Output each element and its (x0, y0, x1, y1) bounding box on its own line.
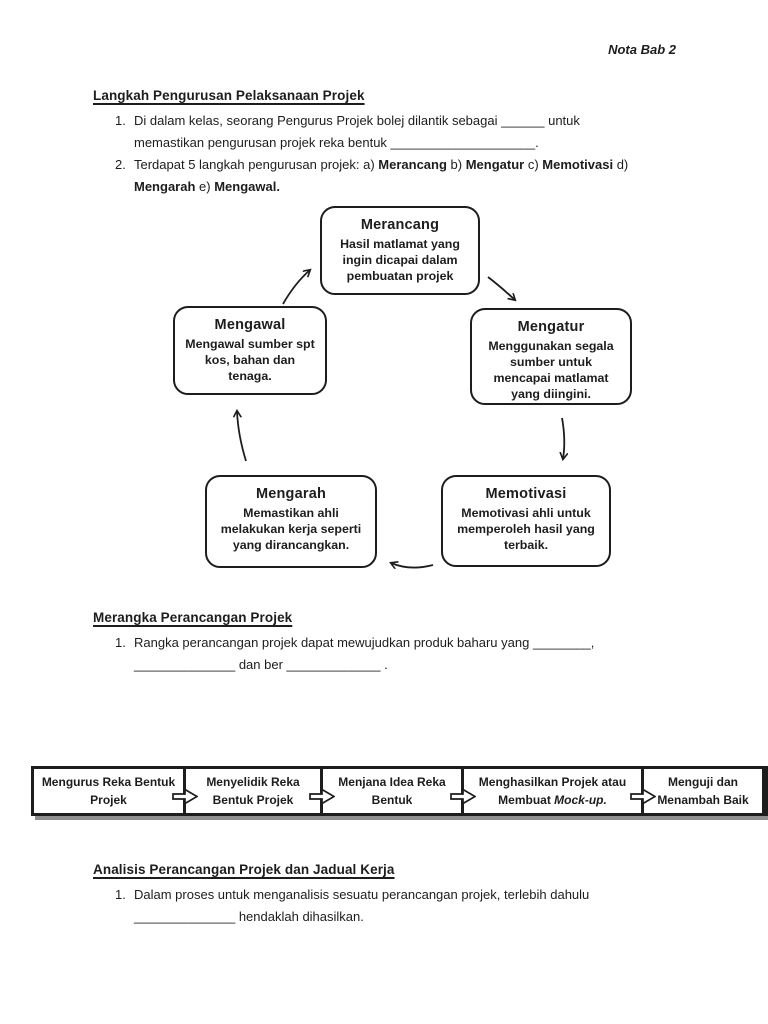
flow-arrow-icon (630, 788, 656, 805)
langkah-list: 1. Di dalam kelas, seorang Pengurus Proj… (115, 110, 628, 198)
text-segment: Mengawal. (214, 179, 280, 194)
text-segment: Mock-up. (554, 793, 607, 807)
node-body: Hasil matlamat yang ingin dicapai dalam … (340, 237, 460, 283)
text-segment: Menguji dan (668, 775, 738, 789)
text-segment: Merancang (378, 157, 447, 172)
text-segment: Mengatur (465, 157, 525, 172)
text-line: memastikan pengurusan projek reka bentuk… (134, 132, 628, 154)
list-number: 2. (115, 157, 126, 172)
cycle-node-mengatur: Mengatur Menggunakan segala sumber untuk… (470, 308, 632, 405)
list-item: 1. Di dalam kelas, seorang Pengurus Proj… (115, 110, 628, 154)
text-segment: memastikan pengurusan projek reka bentuk… (134, 135, 539, 150)
text-line: Bentuk (372, 791, 413, 809)
text-line: Dalam proses untuk menganalisis sesuatu … (134, 884, 589, 906)
text-line: Menguji dan (668, 773, 738, 791)
arrow-memotivasi-to-mengarah (391, 563, 434, 568)
text-segment: Menghasilkan Projek atau (478, 775, 627, 789)
text-line: Mengurus Reka Bentuk (42, 773, 175, 791)
text-segment: ______________ dan ber _____________ . (134, 657, 388, 672)
section-heading-langkah: Langkah Pengurusan Pelaksanaan Projek (93, 88, 365, 103)
node-title: Mengatur (517, 319, 585, 335)
node-title: Memotivasi (485, 486, 567, 502)
text-line: Terdapat 5 langkah pengurusan projek: a)… (134, 154, 628, 176)
text-line: Menjana Idea Reka (338, 773, 445, 791)
text-segment: Mengarah (134, 179, 196, 194)
arrow-mengatur-to-memotivasi (562, 417, 564, 459)
text-line: Menghasilkan Projek atau (479, 773, 626, 791)
list-number: 1. (115, 887, 126, 902)
text-line: ______________ dan ber _____________ . (134, 654, 594, 676)
text-line: Menyelidik Reka (206, 773, 299, 791)
section-heading-analisis: Analisis Perancangan Projek dan Jadual K… (93, 862, 395, 877)
node-title: Mengarah (255, 486, 327, 502)
text-segment: Menyelidik Reka (206, 775, 300, 789)
page-header-note: Nota Bab 2 (608, 42, 676, 57)
arrow-mengarah-to-mengawal (237, 411, 247, 462)
text-segment: Rangka perancangan projek dapat mewujudk… (134, 635, 595, 650)
cycle-node-merancang: Merancang Hasil matlamat yang ingin dica… (320, 206, 480, 295)
flow-arrow-icon (309, 788, 335, 805)
text-segment: Dalam proses untuk menganalisis sesuatu … (134, 887, 590, 902)
section-heading-merangka: Merangka Perancangan Projek (93, 610, 293, 625)
cycle-node-mengarah: Mengarah Memastikan ahli melakukan kerja… (205, 475, 377, 568)
text-line: Membuat Mock-up. (498, 791, 607, 809)
arrow-mengawal-to-merancang (282, 270, 310, 305)
node-body: Memastikan ahli melakukan kerja seperti … (220, 506, 362, 552)
text-line: Mengarah e) Mengawal. (134, 176, 628, 198)
list-item-text: Di dalam kelas, seorang Pengurus Projek … (134, 110, 628, 154)
text-segment: Membuat (498, 793, 555, 807)
cycle-node-memotivasi: Memotivasi Memotivasi ahli untuk mempero… (441, 475, 611, 567)
flow-arrow-icon (172, 788, 198, 805)
list-item: 1. Dalam proses untuk menganalisis sesua… (115, 884, 589, 928)
text-line: Projek (90, 791, 127, 809)
text-line: ______________ hendaklah dihasilkan. (134, 906, 589, 928)
node-title: Mengawal (214, 317, 286, 333)
text-segment: Projek (90, 793, 127, 807)
text-segment: d) (613, 157, 629, 172)
text-line: Menambah Baik (657, 791, 748, 809)
arrow-merancang-to-mengatur (487, 276, 515, 300)
node-body: Menggunakan segala sumber untuk mencapai… (488, 339, 614, 401)
text-line: Di dalam kelas, seorang Pengurus Projek … (134, 110, 628, 132)
node-body: Memotivasi ahli untuk memperoleh hasil y… (457, 506, 595, 552)
text-line: Bentuk Projek (213, 791, 294, 809)
list-item-text: Dalam proses untuk menganalisis sesuatu … (134, 884, 589, 928)
management-cycle-diagram: Merancang Hasil matlamat yang ingin dica… (160, 195, 660, 607)
list-number: 1. (115, 113, 126, 128)
text-segment: Bentuk Projek (212, 793, 294, 807)
node-title: Merancang (360, 217, 440, 233)
text-segment: ______________ hendaklah dihasilkan. (134, 909, 364, 924)
cycle-node-mengawal: Mengawal Mengawal sumber spt kos, bahan … (173, 306, 327, 395)
text-segment: Di dalam kelas, seorang Pengurus Projek … (134, 113, 580, 128)
text-segment: Terdapat 5 langkah pengurusan projek: a) (134, 157, 379, 172)
text-segment: c) (524, 157, 543, 172)
list-number: 1. (115, 635, 126, 650)
merangka-list: 1. Rangka perancangan projek dapat mewuj… (115, 632, 594, 676)
flow-arrow-icon (450, 788, 476, 805)
list-item-text: Rangka perancangan projek dapat mewujudk… (134, 632, 594, 676)
text-segment: Bentuk (371, 793, 413, 807)
analisis-list: 1. Dalam proses untuk menganalisis sesua… (115, 884, 589, 928)
text-segment: e) (195, 179, 215, 194)
text-segment: Menjana Idea Reka (338, 775, 446, 789)
text-segment: b) (446, 157, 466, 172)
list-item: 2. Terdapat 5 langkah pengurusan projek:… (115, 154, 628, 198)
text-segment: Memotivasi (542, 157, 614, 172)
node-body: Mengawal sumber spt kos, bahan dan tenag… (185, 337, 315, 383)
text-segment: Mengurus Reka Bentuk (41, 775, 176, 789)
text-line: Rangka perancangan projek dapat mewujudk… (134, 632, 594, 654)
list-item: 1. Rangka perancangan projek dapat mewuj… (115, 632, 594, 676)
list-item-text: Terdapat 5 langkah pengurusan projek: a)… (134, 154, 628, 198)
text-segment: Menambah Baik (657, 793, 749, 807)
